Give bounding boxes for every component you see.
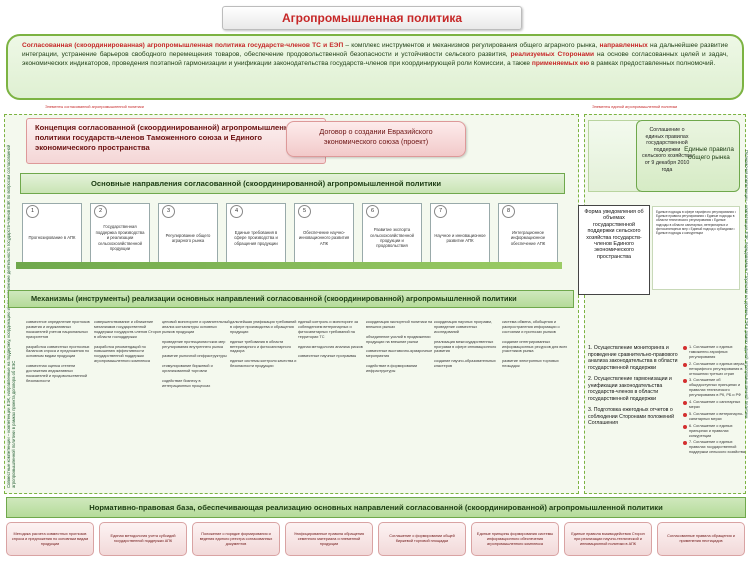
page-title: Агропромышленная политика: [222, 6, 522, 30]
agreement-item: 6. Соглашение о единых принципах и прави…: [682, 424, 746, 439]
mechanism-list-7: координация научных программ, проведение…: [434, 320, 497, 369]
mechanism-list-3: ценовой мониторинг и сравнительный анали…: [162, 320, 230, 388]
intro-definition: Согласованная (скоординированная) агропр…: [6, 34, 744, 100]
direction-card-2: Государственная поддержка производства и…: [90, 203, 150, 263]
legal-doc-5: Соглашение о формировании общей биржевой…: [378, 522, 466, 556]
mechanism-list-6: координация экспортной политики на внешн…: [366, 320, 433, 374]
unified-approaches-list: Единые подходы в сфере тарифного регулир…: [652, 206, 740, 290]
direction-number-1: 1: [26, 205, 39, 218]
legal-base-header: Нормативно-правовая база, обеспечивающая…: [6, 497, 746, 518]
agreement-item: 5. Соглашение о ветеринарно-санитарных м…: [682, 412, 746, 422]
agreement-item: 3. Соглашение об общедоступных принципах…: [682, 378, 746, 398]
intro-text-3: на основе согласованных целей и задач, э…: [22, 51, 728, 68]
direction-number-5: 5: [298, 205, 311, 218]
report-form-box: Форма уведомления об объемах государстве…: [578, 205, 650, 295]
direction-card-1: Прогнозирование в АПК: [22, 203, 82, 263]
mechanisms-header: Механизмы (инструменты) реализации основ…: [8, 290, 574, 308]
agreement-box: Соглашение о единых правилах государстве…: [636, 120, 740, 192]
agreement-item: 7. Соглашение о единых правилах государс…: [682, 440, 746, 455]
direction-card-7: Научное и инновационное развитие АПК: [430, 203, 490, 263]
legal-doc-3: Положение о порядке формирования и веден…: [192, 522, 280, 556]
direction-number-4: 4: [230, 205, 243, 218]
monitoring-item-2: 2. Осуществление гармонизации и унификац…: [588, 376, 672, 402]
agreement-tab: [588, 120, 640, 192]
directions-arrow-strip: [16, 262, 562, 269]
mechanism-list-8: система обмена, обобщения и распростране…: [502, 320, 568, 369]
legal-doc-8: Согласованные правила обращения и примен…: [657, 522, 745, 556]
left-section-label: Элементы согласованной агропромышленной …: [45, 105, 144, 109]
agreement-item: 2. Соглашение о единых мерах нетарифного…: [682, 362, 746, 377]
agreement-text: Соглашение о единых правилах государстве…: [642, 127, 692, 173]
legal-doc-7: Единые правила взаимодействия Сторон при…: [564, 522, 652, 556]
direction-number-6: 6: [366, 205, 379, 218]
agreement-item: 1. Соглашение о единых таможенно-тарифны…: [682, 345, 746, 360]
legal-doc-4: Унифицированные правила обращения семенн…: [285, 522, 373, 556]
concept-box: Концепция согласованной (скоординированн…: [26, 118, 326, 164]
treaty-box: Договор о создании Евразийского экономич…: [286, 121, 466, 157]
intro-emph-2: реализуемых Сторонами: [510, 51, 595, 59]
monitoring-list: 1. Осуществление мониторинга и проведени…: [588, 345, 678, 495]
monitoring-item-3: 3. Подготовка ежегодных отчетов о соблюд…: [588, 407, 674, 426]
legal-doc-1: Методика расчета совместных прогнозов сп…: [6, 522, 94, 556]
mechanism-list-1: совместное определение прогнозов развити…: [26, 320, 90, 383]
agreements-list: 1. Соглашение о единых таможенно-тарифны…: [682, 345, 746, 495]
mechanism-list-5: единый контроль и мониторинг за соблюден…: [298, 320, 363, 359]
direction-number-2: 2: [94, 205, 107, 218]
mechanism-list-2: совершенствование и сближение механизмов…: [94, 320, 162, 364]
direction-number-3: 3: [162, 205, 175, 218]
right-section-label: Элементы единой агропромышленной политик…: [592, 105, 678, 109]
intro-text-1: – комплекс инструментов и механизмов рег…: [343, 42, 600, 49]
intro-term: Согласованная (скоординированная) агропр…: [22, 42, 344, 49]
mechanism-list-4: дальнейшая унификация требований в сфере…: [230, 320, 297, 369]
intro-text-2: на дальнейшее развитие интеграции, устра…: [22, 42, 729, 59]
direction-number-8: 8: [502, 205, 515, 218]
agreement-item: 4. Соглашение о санитарных мерах: [682, 400, 746, 410]
rules-box: Единые правила общего рынка: [684, 146, 734, 161]
legal-doc-6: Единые принципы формирования системы инф…: [471, 522, 559, 556]
legal-doc-2: Единая методология учета субсидий госуда…: [99, 522, 187, 556]
direction-number-7: 7: [434, 205, 447, 218]
intro-emph-1: направленных: [599, 42, 648, 49]
monitoring-item-1: 1. Осуществление мониторинга и проведени…: [588, 345, 678, 371]
directions-header: Основные направления согласованной (скоо…: [20, 173, 565, 194]
intro-text-4: в рамках предоставленных полномочий.: [589, 60, 716, 68]
intro-emph-3: применяемых ею: [531, 60, 590, 68]
right-side-note: Полномочия компетенции – компетенции ЕЭК…: [744, 150, 749, 419]
